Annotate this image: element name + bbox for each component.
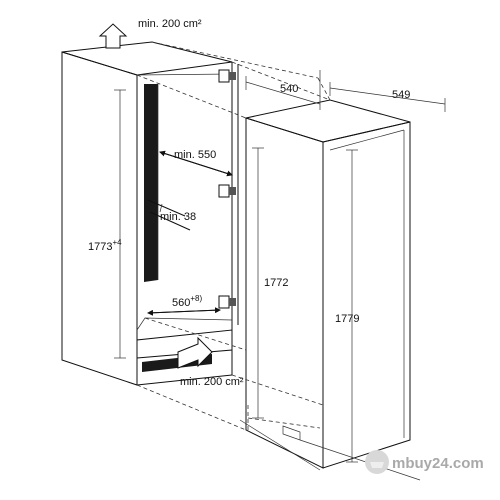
dimension-bottom	[239, 419, 421, 481]
label-depth-549: 549	[392, 89, 410, 101]
dimension-1779	[346, 149, 358, 463]
dimension-1772	[252, 147, 264, 419]
label-height-1773: 1773+4	[88, 238, 122, 253]
label-height-1779: 1779	[335, 313, 359, 325]
niche-cabinet	[61, 41, 239, 386]
label-height-1772: 1772	[264, 277, 288, 289]
label-width-560: 560+8)	[172, 294, 202, 309]
hinge-top	[218, 69, 236, 83]
projection-lines	[136, 41, 331, 431]
dimension-1773	[114, 89, 126, 359]
label-depth-550: min. 550	[174, 149, 216, 161]
dimension-550	[159, 150, 233, 177]
dimension-38	[147, 199, 191, 231]
watermark-text: mbuy24.com	[392, 455, 484, 472]
dimension-540	[245, 70, 321, 110]
label-depth-540: 540	[280, 83, 298, 95]
label-vent-bottom: min. 200 cm²	[180, 376, 244, 388]
watermark-logo: mbuy24.com	[365, 450, 484, 474]
vent-arrow-top	[98, 23, 128, 49]
dimension-560	[147, 307, 221, 316]
dimension-549	[329, 82, 446, 112]
label-gap-38: min. 38	[160, 211, 196, 223]
hinge-bottom	[218, 295, 236, 309]
vent-arrow-bottom	[177, 336, 213, 369]
label-vent-top: min. 200 cm²	[138, 18, 202, 30]
hinge-middle	[218, 184, 236, 198]
